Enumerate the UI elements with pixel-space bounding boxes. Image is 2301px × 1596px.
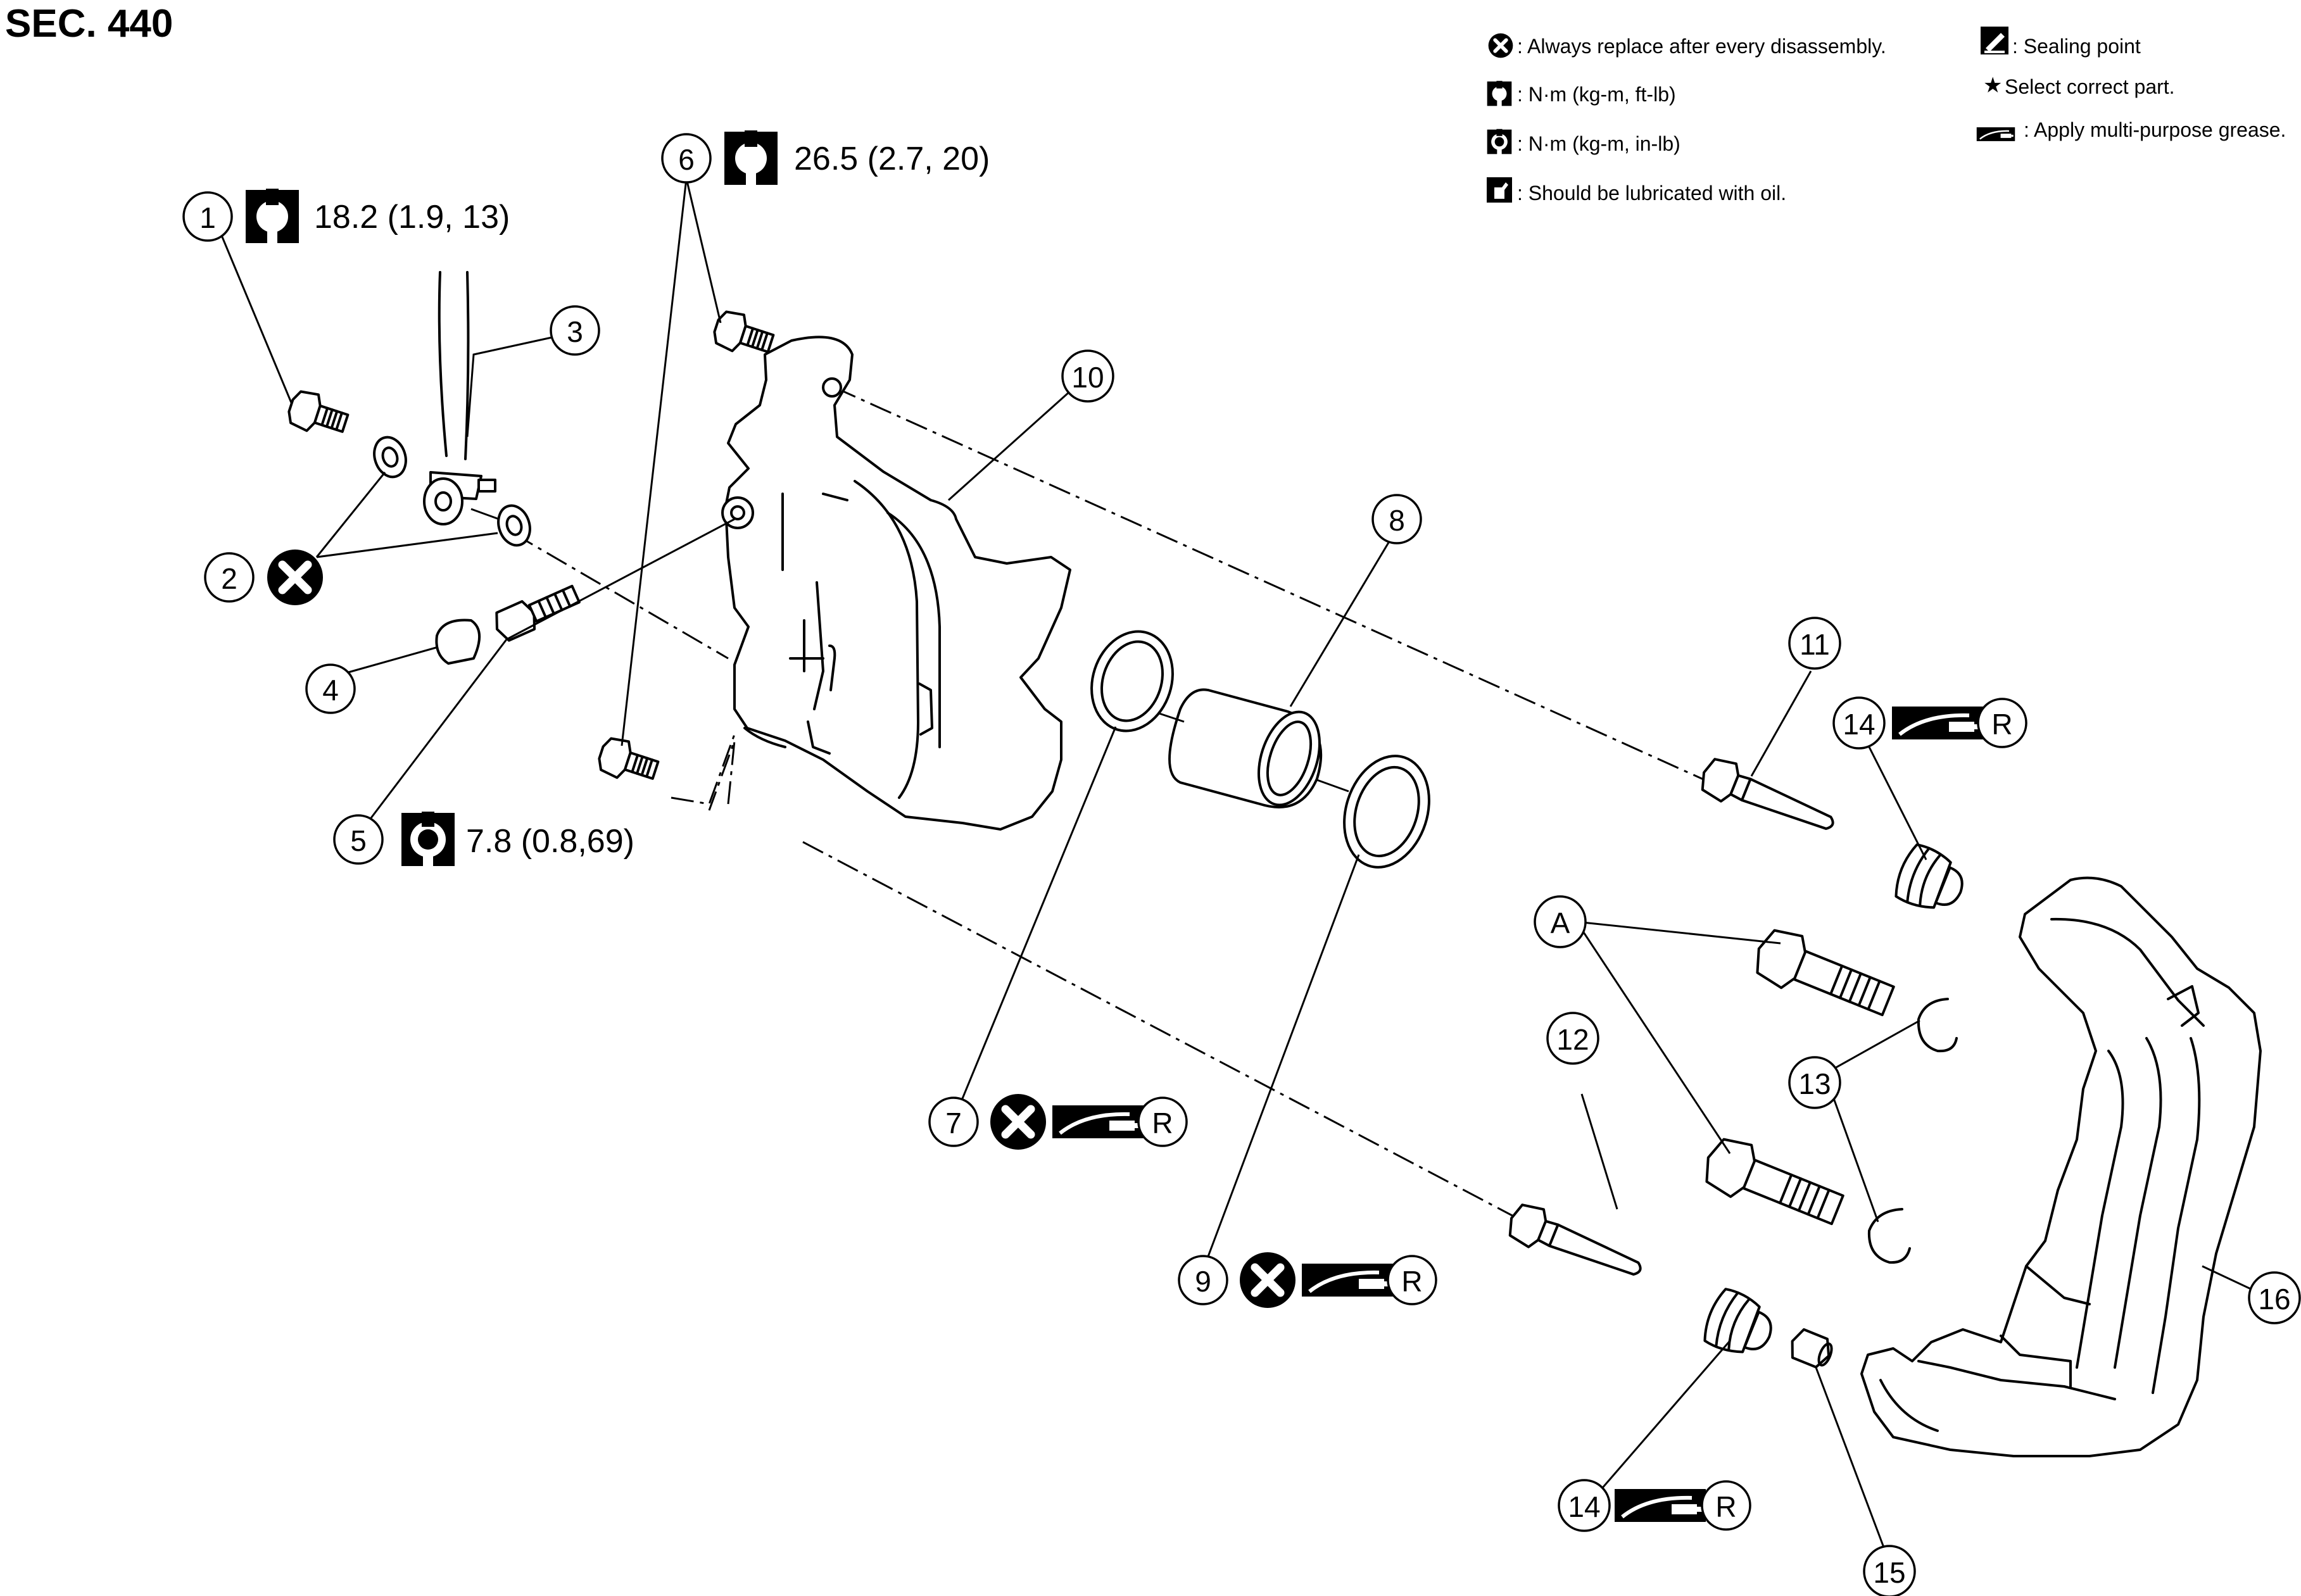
- callout-14-upper: 14: [1832, 696, 1886, 750]
- svg-text:7: 7: [945, 1107, 962, 1140]
- reuse-marker: R: [1401, 1265, 1422, 1298]
- callout-11: 11: [1788, 617, 1841, 670]
- torque-value-1: 18.2 (1.9, 13): [314, 199, 510, 236]
- piston: [1130, 688, 1349, 808]
- section-title: SEC. 440: [5, 2, 173, 46]
- wrench-ftlb-icon: [724, 130, 778, 186]
- pin-boot-lower: [1703, 1288, 1772, 1354]
- grease-icon: [1302, 1264, 1393, 1297]
- wrench-inlb-icon: [1487, 129, 1512, 155]
- svg-text:1: 1: [199, 201, 216, 234]
- torque-member-bolt-upper: [1756, 929, 1895, 1017]
- alignment-lines: [512, 386, 1717, 1231]
- sleeve: [1791, 1328, 1833, 1369]
- svg-text:5: 5: [350, 824, 367, 857]
- reuse-marker: R: [1991, 708, 2012, 741]
- callout-4: 4: [305, 663, 356, 714]
- legend-nm-ft-lb: : N·m (kg-m, ft-lb): [1517, 83, 1676, 106]
- callout-2: 2: [204, 552, 255, 603]
- callout-A: A: [1534, 895, 1587, 948]
- torque-member-bolt-lower: [1705, 1138, 1844, 1226]
- callout-10: 10: [1061, 349, 1114, 403]
- svg-text:13: 13: [1798, 1067, 1831, 1100]
- replace-x-icon: [267, 550, 323, 605]
- pin-boot-lower-symbols: R: [1615, 1480, 1751, 1531]
- union-bolt: [284, 386, 353, 443]
- legend-lubricate-oil: : Should be lubricated with oil.: [1517, 182, 1786, 204]
- svg-text:14: 14: [1568, 1490, 1600, 1523]
- callout-14-lower: 14: [1558, 1479, 1611, 1532]
- callout-5: 5: [333, 814, 384, 865]
- svg-text:8: 8: [1389, 504, 1405, 537]
- callout-12: 12: [1546, 1012, 1599, 1065]
- legend-always-replace: : Always replace after every disassembly…: [1517, 35, 1886, 58]
- torque-spec-1: 18.2 (1.9, 13): [246, 189, 510, 244]
- replace-x-icon: [1240, 1252, 1295, 1308]
- torque-spec-5: 7.8 (0.8,69): [401, 812, 634, 867]
- callout-7: 7: [928, 1096, 979, 1147]
- pin-boot-upper: [1894, 843, 1964, 909]
- brake-hose: [423, 271, 496, 525]
- piston-seal: [1090, 630, 1174, 732]
- torque-value-5: 7.8 (0.8,69): [466, 823, 634, 860]
- svg-text:2: 2: [221, 562, 237, 595]
- bleed-valve: [495, 584, 581, 642]
- callout-1: 1: [182, 191, 233, 242]
- wrench-ftlb-icon: [1487, 80, 1512, 107]
- svg-text:11: 11: [1800, 628, 1830, 661]
- callout-13: 13: [1788, 1056, 1841, 1109]
- oil-can-icon: [1487, 177, 1512, 203]
- reuse-marker: R: [1715, 1490, 1736, 1523]
- sealing-point-icon: [1981, 27, 2008, 54]
- legend-sealing-point: : Sealing point: [2012, 35, 2141, 58]
- grease-icon: [1052, 1105, 1144, 1138]
- svg-text:15: 15: [1873, 1556, 1905, 1589]
- svg-text:16: 16: [2258, 1283, 2290, 1316]
- circlips: [1867, 998, 1958, 1264]
- svg-text:9: 9: [1195, 1265, 1211, 1298]
- torque-member: [1860, 876, 2262, 1457]
- star-icon: ★: [1983, 73, 2002, 98]
- caliper-body: [721, 336, 1071, 831]
- bleed-cap: [435, 619, 481, 665]
- pin-bolt-lower: [1508, 1203, 1642, 1276]
- callout-9: 9: [1178, 1255, 1228, 1305]
- pin-bolt-upper: [1701, 758, 1834, 830]
- caliper-bolt-lower: [594, 733, 663, 790]
- wrench-inlb-icon: [401, 812, 455, 867]
- svg-text:12: 12: [1556, 1023, 1589, 1056]
- legend-grease: : Apply multi-purpose grease.: [2024, 118, 2286, 141]
- piston-boot: [1343, 755, 1430, 869]
- replace-x-icon: [990, 1094, 1046, 1150]
- boot-symbols: R: [1240, 1252, 1437, 1308]
- svg-text:6: 6: [678, 143, 695, 176]
- grease-icon: [1615, 1489, 1706, 1522]
- callout-8: 8: [1371, 494, 1422, 544]
- pin-boot-upper-symbols: R: [1892, 698, 2027, 748]
- reuse-marker: R: [1152, 1107, 1173, 1140]
- torque-value-6: 26.5 (2.7, 20): [794, 141, 990, 177]
- legend: : Always replace after every disassembly…: [1487, 27, 2286, 204]
- callout-15: 15: [1863, 1545, 1916, 1596]
- replace-x-icon: [1489, 34, 1513, 58]
- svg-text:3: 3: [567, 315, 583, 348]
- legend-select-part: Select correct part.: [2005, 75, 2175, 98]
- seal-symbols: R: [990, 1094, 1188, 1150]
- copper-washers: [373, 436, 531, 547]
- grease-icon: [1892, 707, 1983, 739]
- svg-text:A: A: [1551, 907, 1570, 939]
- callout-16: 16: [2248, 1271, 2301, 1324]
- svg-text:10: 10: [1071, 361, 1104, 394]
- legend-nm-in-lb: : N·m (kg-m, in-lb): [1517, 132, 1680, 155]
- grease-icon: [1976, 126, 2016, 142]
- wrench-ftlb-icon: [246, 189, 299, 244]
- callout-3: 3: [550, 305, 600, 356]
- leader-lines: [220, 178, 2265, 1563]
- torque-spec-6: 26.5 (2.7, 20): [724, 130, 990, 186]
- svg-text:14: 14: [1843, 708, 1875, 741]
- callout-6: 6: [661, 133, 712, 184]
- svg-text:4: 4: [322, 674, 339, 707]
